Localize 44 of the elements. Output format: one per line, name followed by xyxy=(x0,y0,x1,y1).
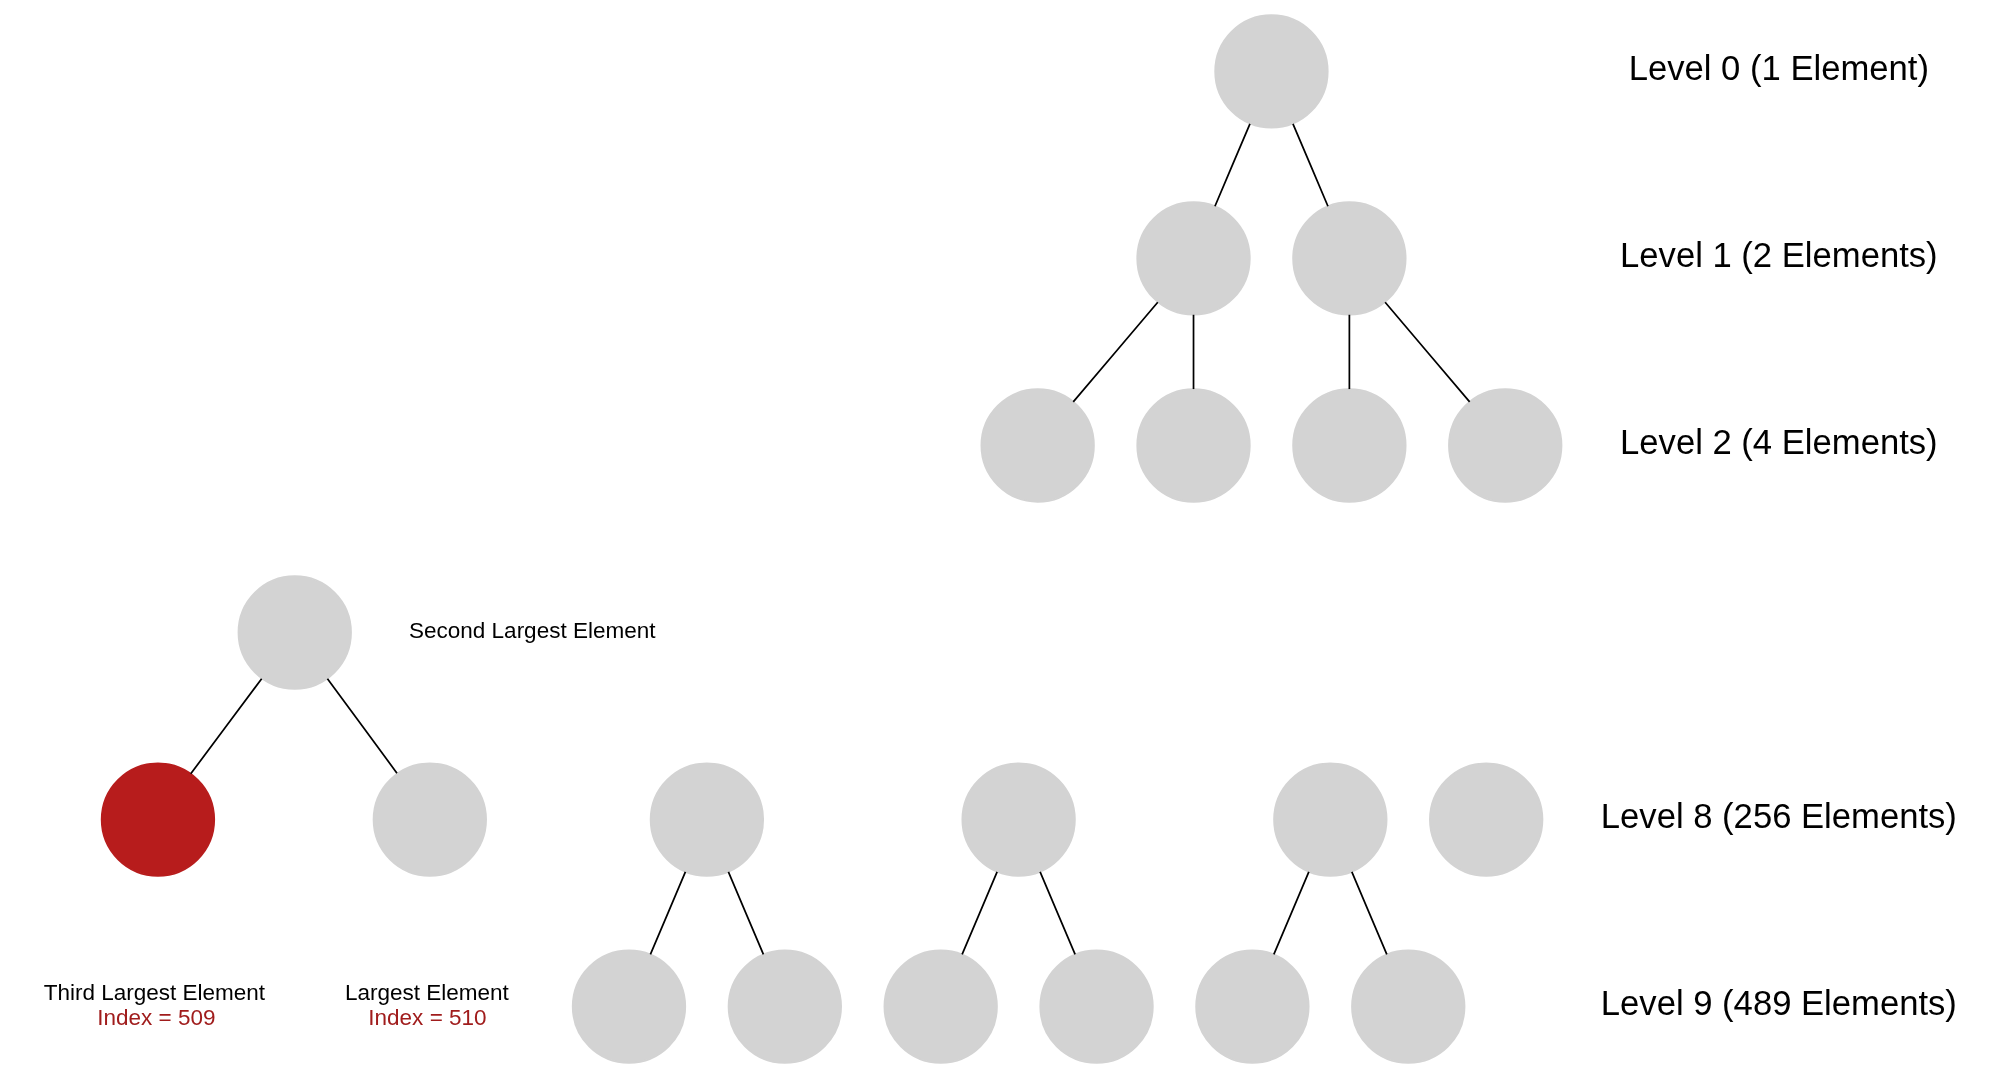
node-circle xyxy=(1273,762,1388,877)
node-circle xyxy=(1292,388,1407,503)
label: Level 0 (1 Element) xyxy=(1628,49,1929,88)
node-circle xyxy=(1136,201,1251,316)
connector xyxy=(1072,301,1159,403)
label: Level 1 (2 Elements) xyxy=(1620,236,1938,275)
node-circle xyxy=(571,949,687,1064)
node-circle xyxy=(1214,14,1329,129)
connector xyxy=(649,871,687,956)
node-circle xyxy=(372,762,487,877)
node-circle xyxy=(727,949,842,1064)
node-circle xyxy=(649,762,765,877)
node-circle xyxy=(237,575,352,690)
connector xyxy=(1348,313,1351,390)
connector xyxy=(189,677,263,775)
connector xyxy=(326,677,398,774)
connector xyxy=(1292,122,1329,208)
node-circle xyxy=(1136,388,1251,503)
connector xyxy=(1272,871,1310,956)
node-label: Largest Element xyxy=(344,980,509,1006)
node-circle xyxy=(883,949,998,1064)
node-circle xyxy=(1292,201,1407,316)
connector xyxy=(1214,122,1251,208)
node-circle xyxy=(1351,949,1466,1064)
connector xyxy=(1384,301,1471,403)
connector xyxy=(1192,313,1195,390)
connector xyxy=(961,871,998,956)
node-circle xyxy=(1429,762,1544,877)
label: Level 8 (256 Elements) xyxy=(1600,797,1957,836)
connector xyxy=(1039,871,1076,956)
connector xyxy=(1350,871,1388,956)
node-label: Index = 509 xyxy=(97,1004,216,1030)
node-circle xyxy=(980,388,1095,503)
node-circle xyxy=(1039,949,1154,1064)
label: Level 9 (489 Elements) xyxy=(1600,984,1957,1023)
node-circle xyxy=(961,762,1076,877)
node-label: Third Largest Element xyxy=(43,980,266,1006)
node-circle xyxy=(1448,388,1563,503)
node-circle xyxy=(1195,949,1310,1064)
node-label: Second Largest Element xyxy=(409,618,656,644)
connector xyxy=(727,871,765,956)
node-label: Index = 510 xyxy=(368,1004,487,1030)
node-circle xyxy=(100,762,216,877)
label: Level 2 (4 Elements) xyxy=(1620,423,1938,462)
